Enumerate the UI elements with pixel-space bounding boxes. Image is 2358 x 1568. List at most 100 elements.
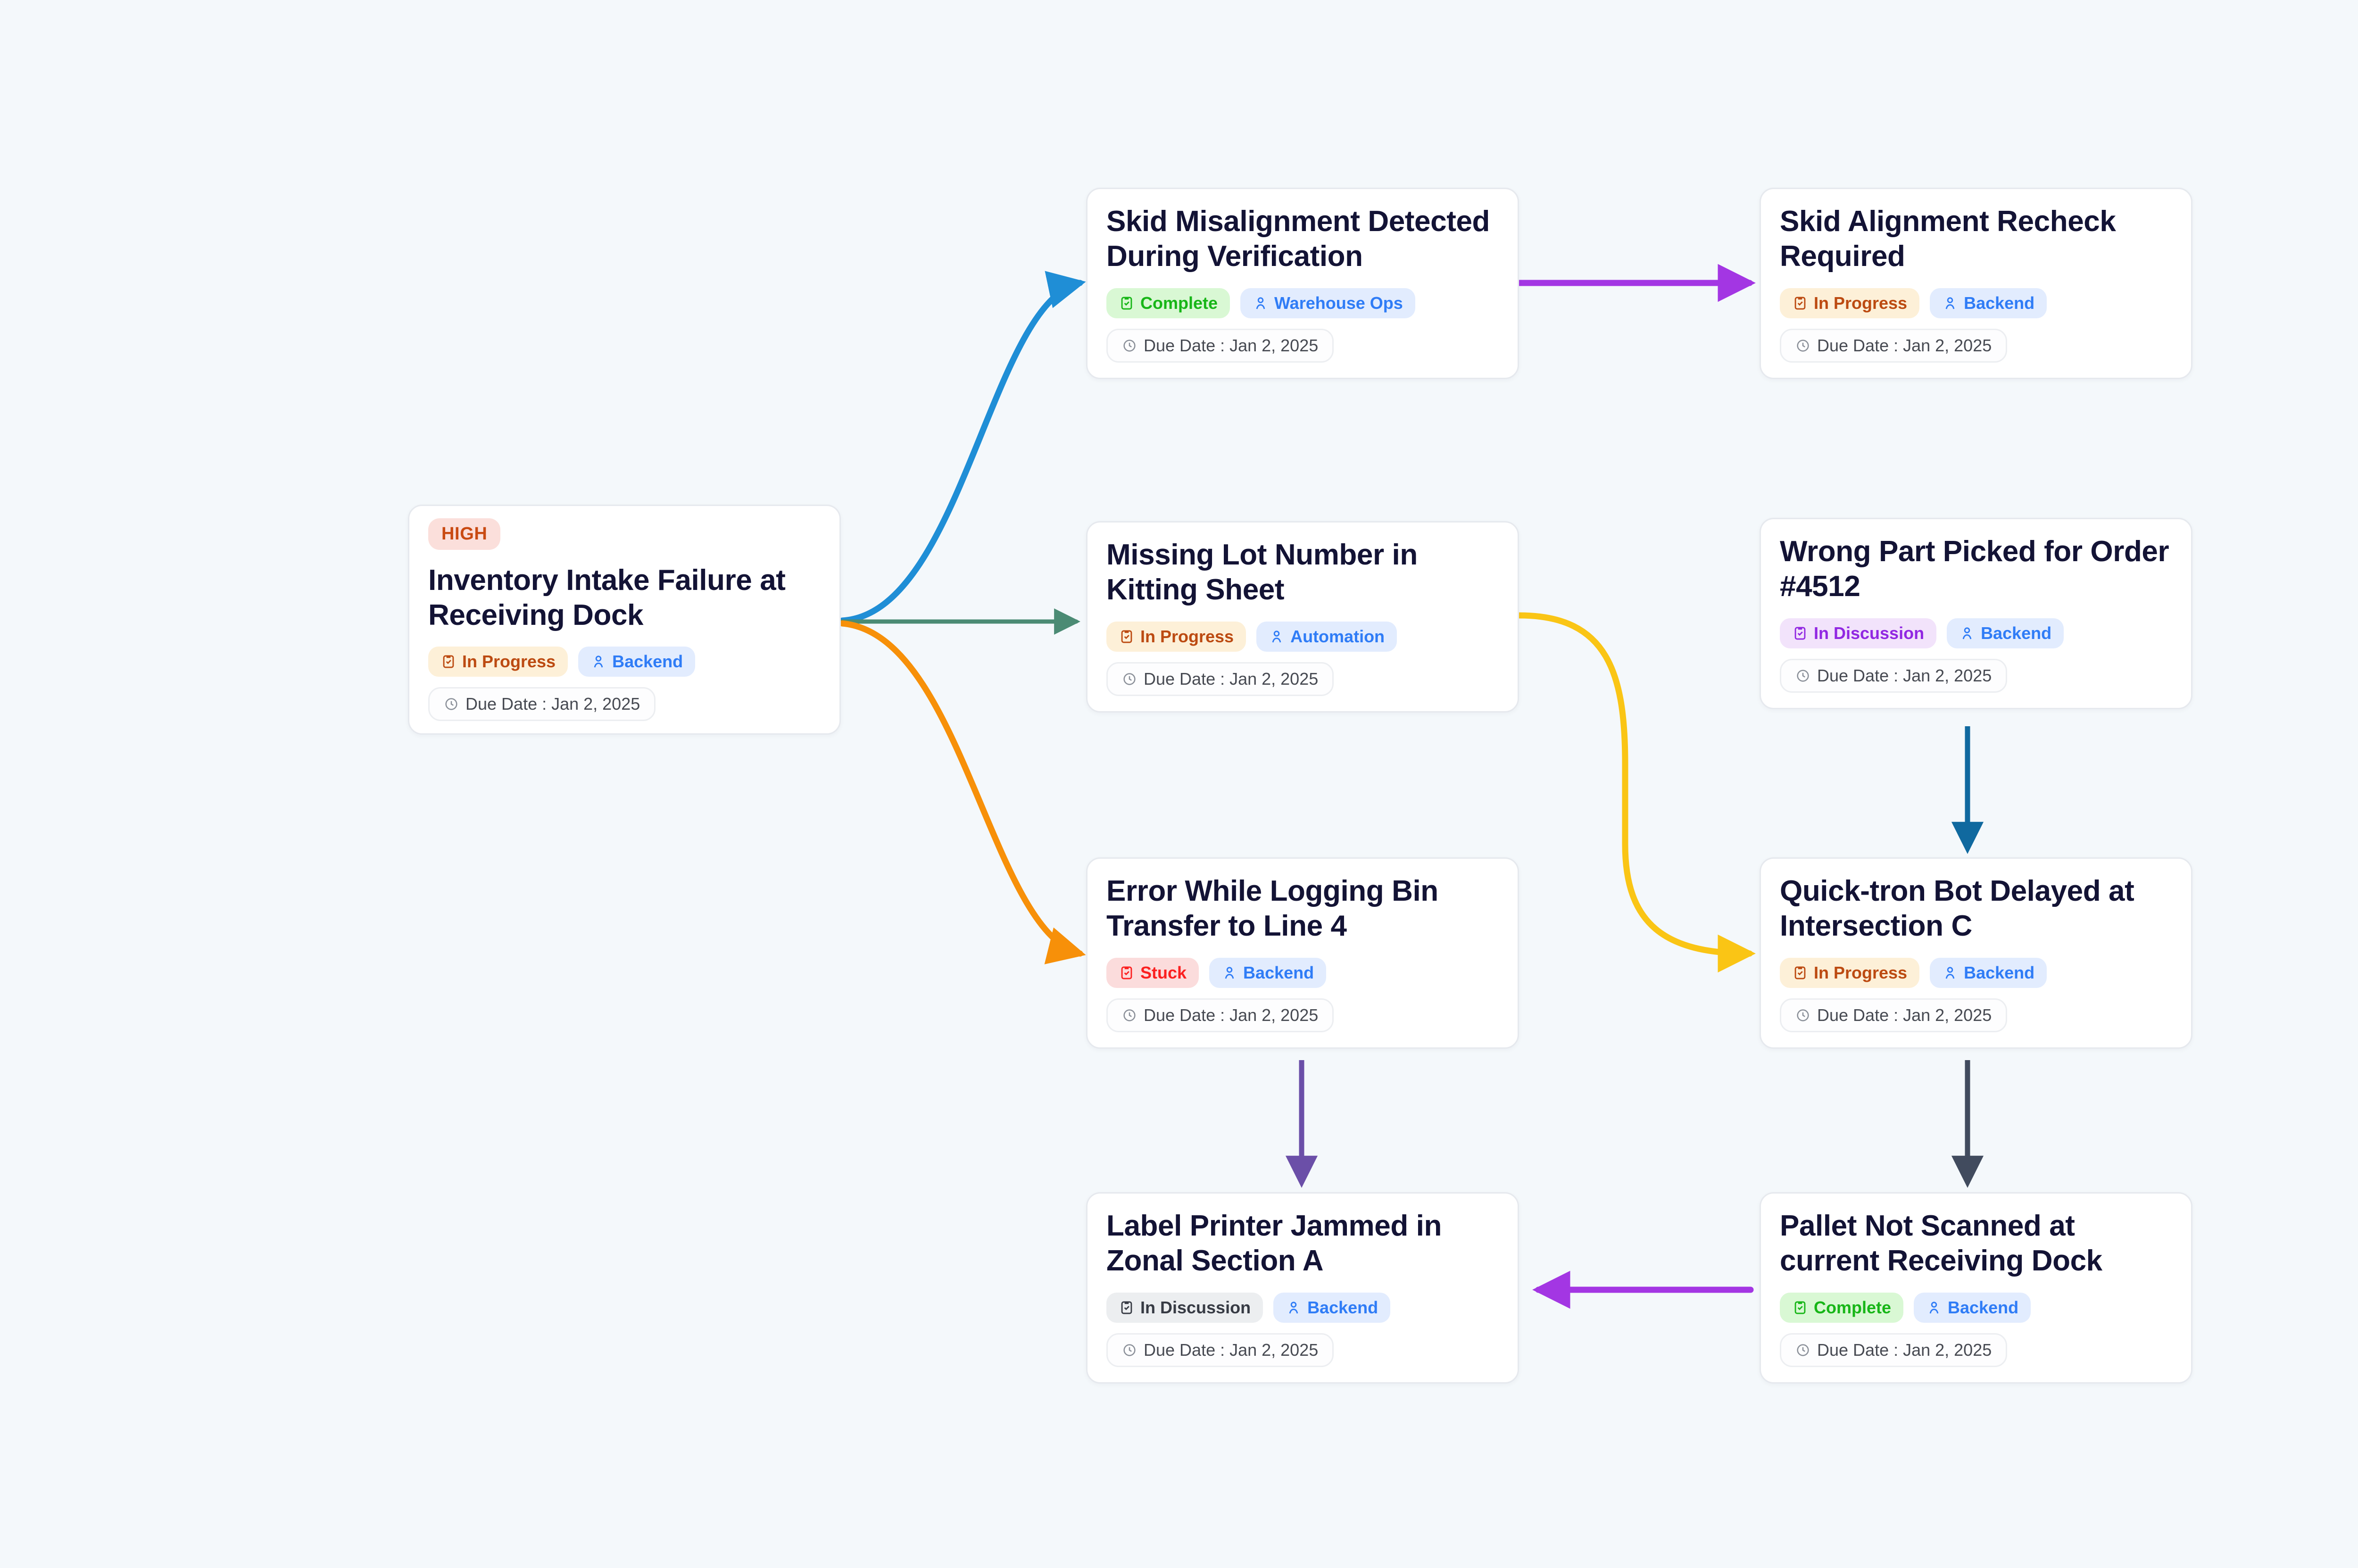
task-title: Missing Lot Number in Kitting Sheet (1106, 539, 1418, 606)
chip-row: Complete Warehouse Ops (1106, 288, 1499, 318)
due-date-pill[interactable]: Due Date : Jan 2, 2025 (1106, 662, 1334, 696)
due-date-pill[interactable]: Due Date : Jan 2, 2025 (1780, 328, 2008, 363)
task-card-skid-alignment-recheck[interactable]: Skid Alignment Recheck Required In Progr… (1760, 188, 2192, 379)
status-badge[interactable]: In Progress (1780, 957, 1920, 988)
task-title: Quick-tron Bot Delayed at Intersection C (1780, 875, 2134, 942)
due-date-pill[interactable]: Due Date : Jan 2, 2025 (1106, 1333, 1334, 1367)
chip-row: Complete Backend (1780, 1292, 2172, 1323)
status-label: In Discussion (1814, 623, 1925, 643)
clock-icon (1122, 1008, 1137, 1023)
clipboard-check-icon (1119, 629, 1135, 645)
person-icon (590, 654, 606, 670)
due-date-label: Due Date : Jan 2, 2025 (1144, 669, 1319, 689)
task-title: Label Printer Jammed in Zonal Section A (1106, 1210, 1442, 1277)
team-badge[interactable]: Warehouse Ops (1240, 288, 1415, 318)
due-date-label: Due Date : Jan 2, 2025 (1144, 335, 1319, 355)
person-icon (1942, 295, 1958, 311)
task-title: Skid Alignment Recheck Required (1780, 205, 2116, 273)
clipboard-check-icon (440, 654, 457, 670)
due-date-pill[interactable]: Due Date : Jan 2, 2025 (1106, 328, 1334, 363)
edge-intake-to-skid-misalignment (839, 271, 1086, 624)
person-icon (1926, 1300, 1942, 1316)
clock-icon (1795, 668, 1810, 683)
clock-icon (1795, 1008, 1810, 1023)
task-title: Inventory Intake Failure at Receiving Do… (428, 564, 786, 631)
due-date-label: Due Date : Jan 2, 2025 (1817, 1340, 1992, 1360)
person-icon (1942, 965, 1958, 981)
clock-icon (1795, 338, 1810, 353)
status-badge[interactable]: Complete (1780, 1292, 1904, 1323)
status-label: In Progress (1140, 626, 1234, 646)
clock-icon (444, 697, 459, 712)
due-date-label: Due Date : Jan 2, 2025 (1817, 335, 1992, 355)
clipboard-check-icon (1792, 965, 1808, 981)
person-icon (1253, 295, 1269, 311)
edge-missing-lot-to-quicktron (1516, 612, 1756, 973)
team-label: Backend (612, 652, 683, 672)
team-label: Automation (1290, 626, 1385, 646)
status-label: In Discussion (1140, 1297, 1251, 1317)
chip-row: In Progress Backend (1780, 288, 2172, 318)
status-badge[interactable]: Stuck (1106, 957, 1199, 988)
team-badge[interactable]: Backend (1273, 1292, 1391, 1323)
task-card-skid-misalignment-detected[interactable]: Skid Misalignment Detected During Verifi… (1086, 188, 1519, 379)
due-date-pill[interactable]: Due Date : Jan 2, 2025 (428, 687, 656, 722)
status-badge[interactable]: In Discussion (1780, 618, 1937, 648)
status-label: Complete (1814, 1297, 1892, 1317)
status-badge[interactable]: In Discussion (1106, 1292, 1263, 1323)
team-badge[interactable]: Backend (1209, 957, 1327, 988)
person-icon (1286, 1300, 1302, 1316)
status-badge[interactable]: In Progress (1106, 621, 1246, 652)
clock-icon (1122, 338, 1137, 353)
task-card-wrong-part-picked[interactable]: Wrong Part Picked for Order #4512 In Dis… (1760, 518, 2192, 709)
clipboard-check-icon (1119, 295, 1135, 311)
clipboard-check-icon (1792, 295, 1808, 311)
due-date-pill[interactable]: Due Date : Jan 2, 2025 (1780, 1333, 2008, 1367)
person-icon (1959, 625, 1975, 641)
chip-row: Stuck Backend (1106, 957, 1499, 988)
chip-row: In Progress Automation (1106, 621, 1499, 652)
task-title: Wrong Part Picked for Order #4512 (1780, 535, 2169, 603)
edge-intake-to-error-bin-transfer (839, 620, 1086, 964)
due-date-label: Due Date : Jan 2, 2025 (1817, 665, 1992, 685)
team-badge[interactable]: Automation (1256, 621, 1397, 652)
team-label: Backend (1948, 1297, 2019, 1317)
status-badge[interactable]: In Progress (1780, 288, 1920, 318)
status-badge[interactable]: In Progress (428, 647, 568, 677)
due-date-pill[interactable]: Due Date : Jan 2, 2025 (1106, 998, 1334, 1032)
status-badge[interactable]: Complete (1106, 288, 1230, 318)
due-date-pill[interactable]: Due Date : Jan 2, 2025 (1780, 998, 2008, 1032)
person-icon (1269, 629, 1285, 645)
team-badge[interactable]: Backend (578, 647, 696, 677)
team-label: Backend (1307, 1297, 1378, 1317)
chip-row: In Discussion Backend (1106, 1292, 1499, 1323)
team-label: Warehouse Ops (1274, 293, 1403, 313)
status-label: In Progress (1814, 962, 1908, 982)
chip-row: In Progress Backend (428, 647, 821, 677)
team-badge[interactable]: Backend (1930, 957, 2047, 988)
task-card-label-printer-jammed[interactable]: Label Printer Jammed in Zonal Section A … (1086, 1192, 1519, 1384)
team-badge[interactable]: Backend (1930, 288, 2047, 318)
task-title: Pallet Not Scanned at current Receiving … (1780, 1210, 2102, 1277)
status-label: Complete (1140, 293, 1218, 313)
task-card-error-logging-bin-transfer[interactable]: Error While Logging Bin Transfer to Line… (1086, 857, 1519, 1049)
due-date-label: Due Date : Jan 2, 2025 (1817, 1005, 1992, 1025)
clock-icon (1122, 1343, 1137, 1358)
task-title: Error While Logging Bin Transfer to Line… (1106, 875, 1438, 942)
task-card-inventory-intake-failure[interactable]: HIGH Inventory Intake Failure at Receivi… (408, 505, 841, 735)
task-card-quicktron-bot-delayed[interactable]: Quick-tron Bot Delayed at Intersection C… (1760, 857, 2192, 1049)
due-date-label: Due Date : Jan 2, 2025 (465, 694, 640, 714)
status-label: Stuck (1140, 962, 1187, 982)
team-badge[interactable]: Backend (1947, 618, 2064, 648)
task-card-pallet-not-scanned[interactable]: Pallet Not Scanned at current Receiving … (1760, 1192, 2192, 1384)
chip-row: In Progress Backend (1780, 957, 2172, 988)
due-date-pill[interactable]: Due Date : Jan 2, 2025 (1780, 658, 2008, 693)
chip-row: In Discussion Backend (1780, 618, 2172, 648)
task-title: Skid Misalignment Detected During Verifi… (1106, 205, 1490, 273)
clipboard-check-icon (1119, 1300, 1135, 1316)
status-label: In Progress (462, 652, 556, 672)
team-badge[interactable]: Backend (1914, 1292, 2031, 1323)
task-card-missing-lot-number[interactable]: Missing Lot Number in Kitting Sheet In P… (1086, 521, 1519, 713)
clipboard-check-icon (1792, 625, 1808, 641)
